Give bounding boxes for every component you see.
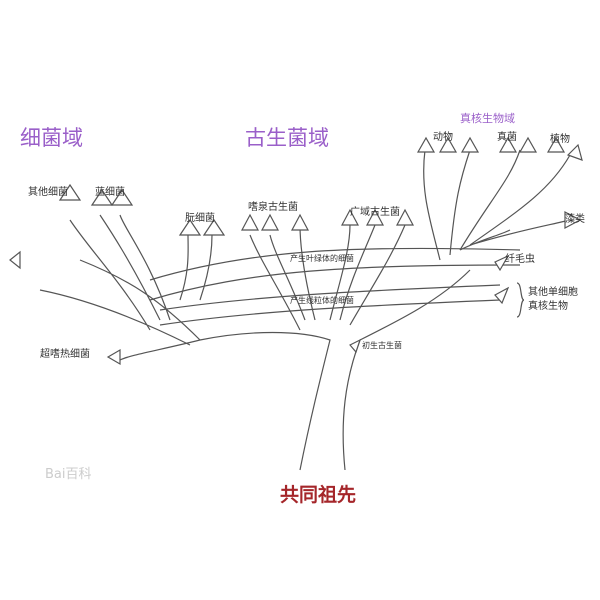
label-proteobacteria: 朊细菌: [185, 213, 215, 224]
label-chloroplast-bacteria: 产生叶绿体的细菌: [290, 254, 354, 263]
bacteria-branch: [39, 214, 213, 346]
label-fungi: 真菌: [497, 132, 517, 143]
archaea-branch: [249, 224, 406, 331]
label-crenarchaeota: 嗜泉古生菌: [248, 202, 298, 213]
chloroplast-line: [149, 247, 521, 301]
arrowheads: [9, 136, 583, 366]
label-animals: 动物: [433, 132, 453, 143]
label-mitochondria-bacteria: 产生线粒体的细菌: [290, 296, 354, 305]
label-ciliates: 纤毛虫: [505, 254, 535, 265]
label-algae: 藻类: [565, 214, 585, 225]
domain-bacteria: 细菌域: [20, 126, 83, 150]
label-hyperthermophiles: 超嗜热细菌: [40, 349, 90, 360]
label-korarchaeota: 初生古生菌: [362, 341, 402, 350]
label-euryarchaeota: 广域古生菌: [350, 207, 400, 218]
domain-eukarya: 真核生物域: [460, 112, 515, 125]
label-common-ancestor: 共同祖先: [280, 484, 357, 506]
bracket: [516, 282, 525, 318]
label-other-unicellular-2: 真核生物: [528, 301, 568, 312]
label-other-unicellular: 其他单细胞: [528, 287, 578, 298]
label-cyanobacteria: 蓝细菌: [95, 187, 125, 198]
watermark: Bai百科: [45, 467, 92, 482]
domain-archaea: 古生菌域: [245, 126, 329, 150]
mitochondria-line: [159, 284, 501, 326]
label-other-bacteria: 其他细菌: [28, 187, 68, 198]
label-plants: 植物: [550, 134, 570, 145]
eukarya-branch: [423, 149, 571, 261]
